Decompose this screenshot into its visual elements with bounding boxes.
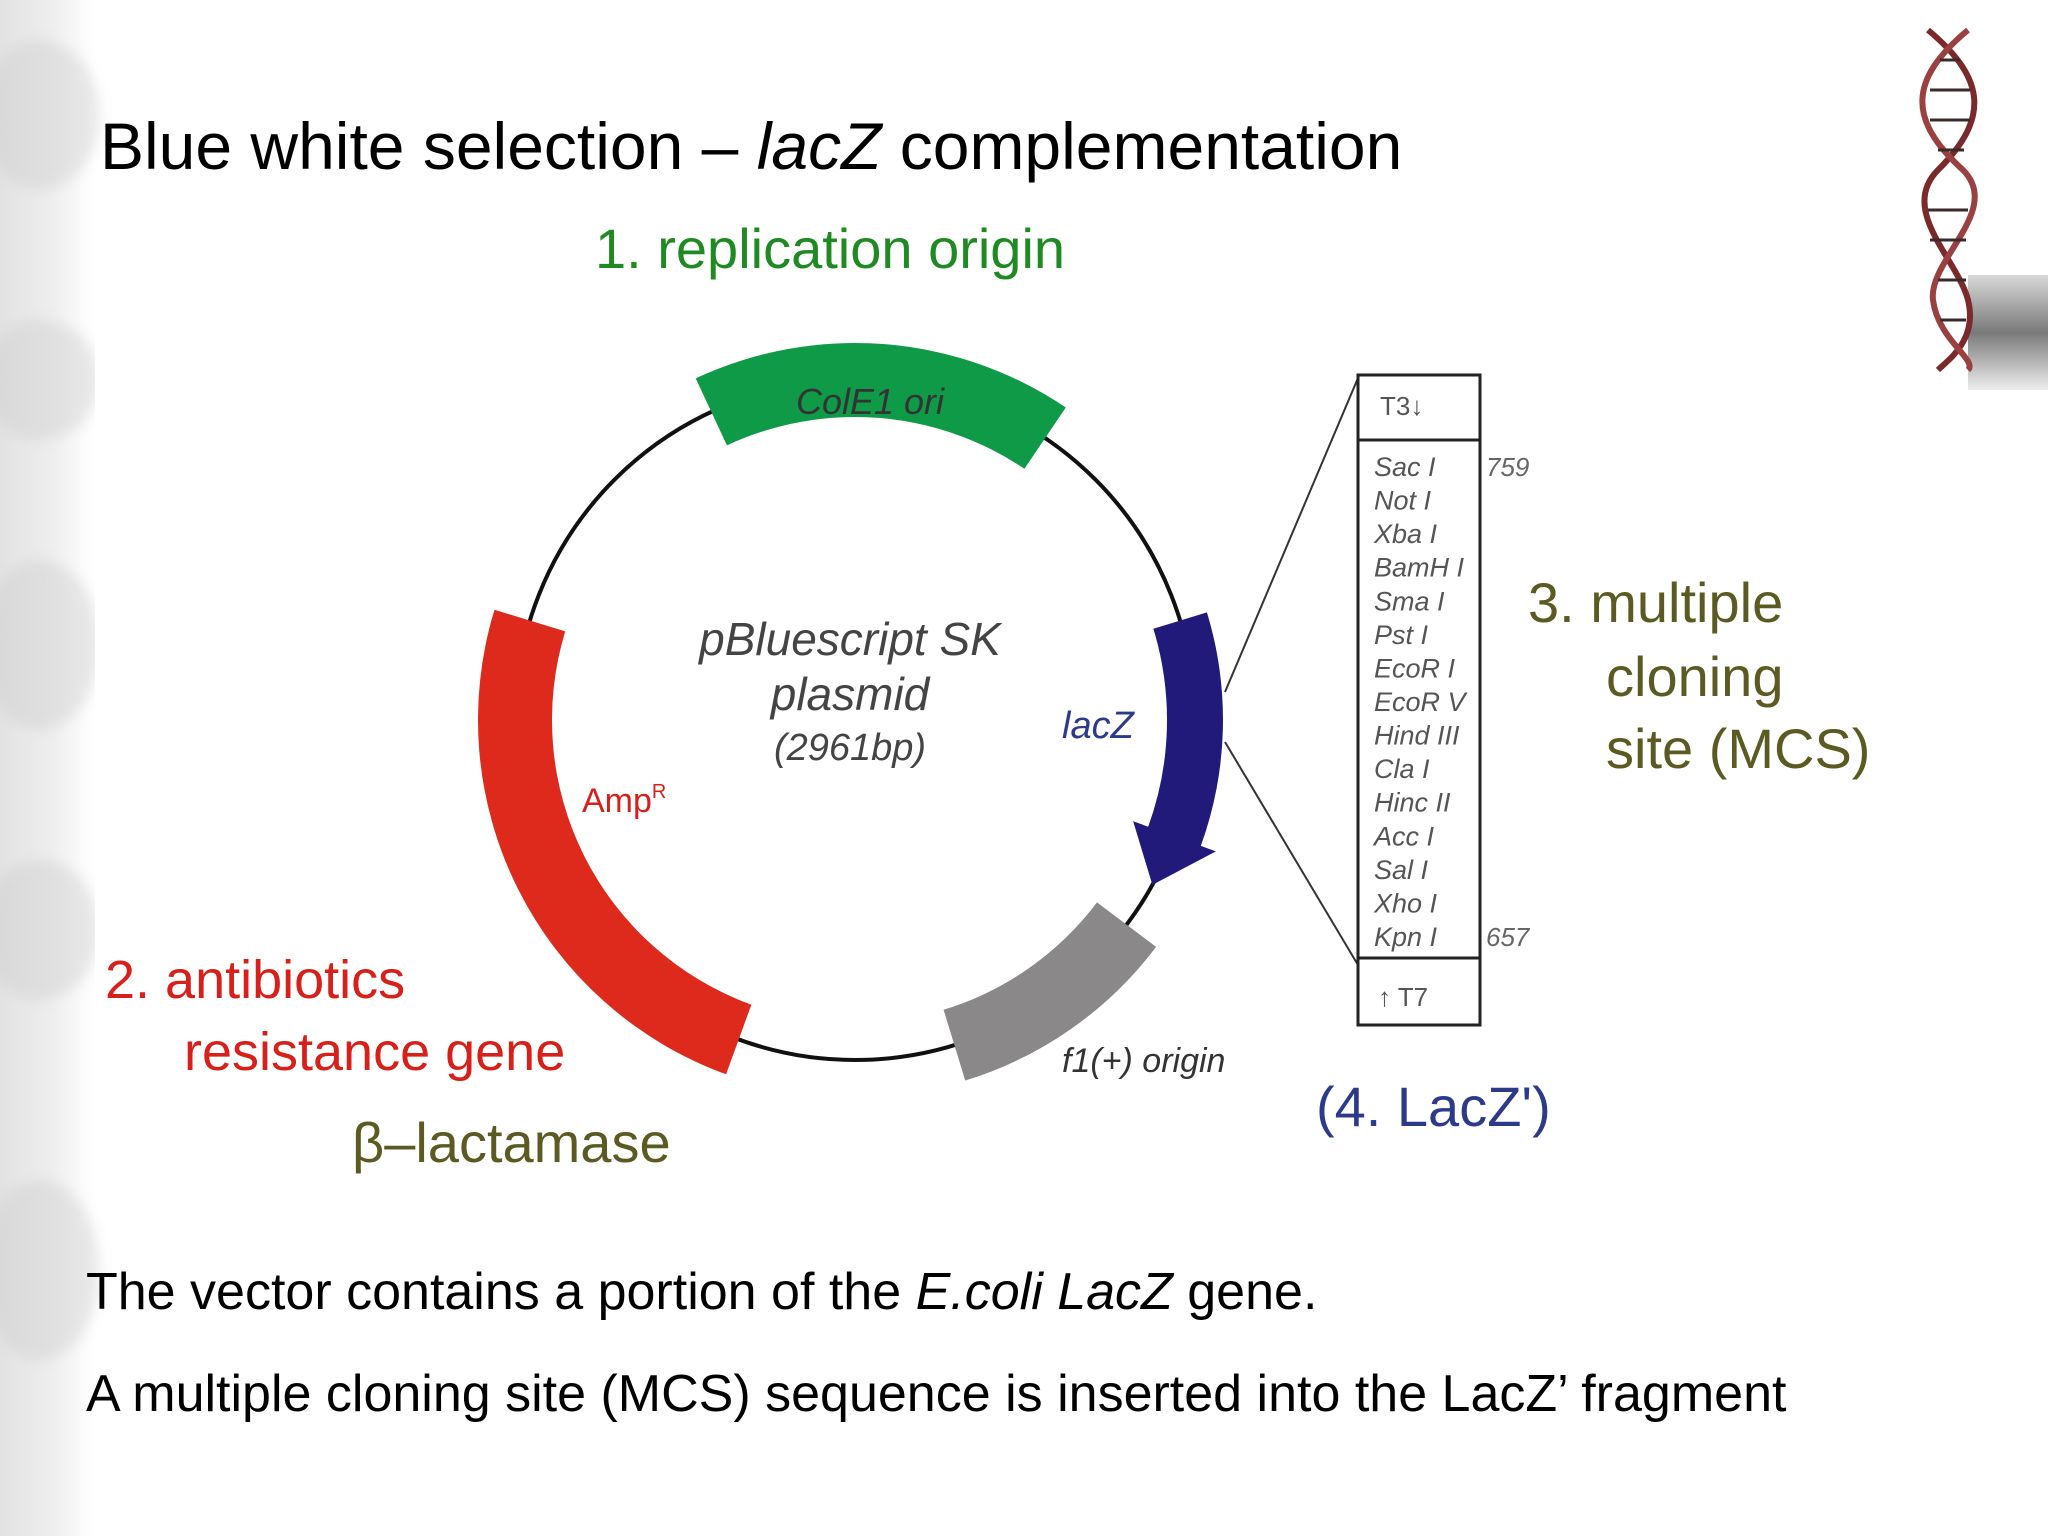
plasmid-name-line2: plasmid <box>769 668 931 720</box>
dna-helix-icon <box>1908 20 2048 395</box>
mcs-t3-label: T3↓ <box>1380 391 1423 421</box>
mcs-callout-line-bottom <box>1224 741 1359 966</box>
mcs-site-12: Sal I <box>1374 855 1429 885</box>
mcs-site-8: Hind III <box>1374 721 1460 751</box>
ampR-segment <box>477 609 752 1075</box>
mcs-site-13: Xho I <box>1373 888 1438 918</box>
background-decoration <box>0 0 100 1536</box>
colE1-ori-segment <box>695 343 1066 469</box>
mcs-site-10: Hinc II <box>1374 788 1451 818</box>
mcs-callout-line2: cloning <box>1606 645 1783 708</box>
lacz-prime-callout: (4. LacZ') <box>1316 1075 1551 1138</box>
f1-origin-label: f1(+) origin <box>1062 1042 1225 1080</box>
ampR-label: AmpR <box>582 781 666 820</box>
mcs-site-11: Acc I <box>1372 821 1435 851</box>
mcs-site-2: Xba I <box>1373 519 1438 549</box>
antibiotic-callout-line1: 2. antibiotics <box>105 950 405 1010</box>
colE1-ori-label: ColE1 ori <box>796 381 945 422</box>
mcs-site-0: Sac I <box>1374 452 1436 482</box>
slide-title: Blue white selection – lacZ complementat… <box>100 109 1403 183</box>
lacZ-label: lacZ <box>1062 705 1136 747</box>
beta-lactamase-label: β–lactamase <box>352 1111 671 1174</box>
mcs-site-4: Sma I <box>1374 586 1445 616</box>
caption-line-2: A multiple cloning site (MCS) sequence i… <box>86 1365 1787 1423</box>
mcs-site-5: Pst I <box>1374 620 1429 650</box>
antibiotic-callout-line2: resistance gene <box>184 1022 565 1082</box>
plasmid-size: (2961bp) <box>774 727 926 769</box>
mcs-t7-label: ↑ T7 <box>1378 982 1428 1012</box>
mcs-box <box>1356 373 1482 1027</box>
caption-line-1: The vector contains a portion of the E.c… <box>86 1263 1318 1321</box>
mcs-callout-line1: 3. multiple <box>1528 571 1783 634</box>
replication-origin-callout: 1. replication origin <box>595 217 1065 280</box>
mcs-site-1: Not I <box>1374 486 1432 516</box>
lacZ-arrow-segment <box>1133 612 1223 885</box>
mcs-site-3: BamH I <box>1374 553 1465 583</box>
f1-origin-segment <box>943 902 1157 1081</box>
mcs-position-bottom: 657 <box>1486 922 1531 952</box>
mcs-site-9: Cla I <box>1374 754 1430 784</box>
mcs-site-6: EcoR I <box>1374 653 1456 683</box>
mcs-site-14: Kpn I <box>1374 922 1438 952</box>
plasmid-name-line1: pBluescript SK <box>697 613 1003 665</box>
mcs-callout-line-top <box>1224 377 1359 693</box>
mcs-site-7: EcoR V <box>1374 687 1469 717</box>
mcs-callout-line3: site (MCS) <box>1606 717 1870 780</box>
mcs-position-top: 759 <box>1486 452 1529 482</box>
